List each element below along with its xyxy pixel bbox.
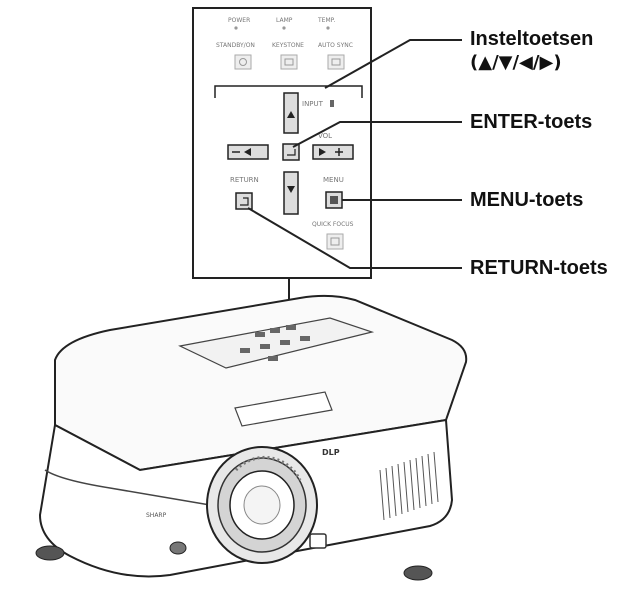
projector: DLP SHARP	[35, 294, 468, 581]
leader-lines	[247, 39, 462, 269]
enter-icon	[287, 149, 296, 156]
up-arrow-icon	[287, 111, 295, 118]
adjust-keys-callout-arrows: (▲/▼/◀/▶)	[470, 52, 562, 73]
quick-focus-label: QUICK FOCUS	[312, 221, 354, 228]
vol-label: VOL	[318, 132, 332, 140]
power-symbol-icon	[239, 58, 247, 66]
autosync-icon	[331, 58, 341, 66]
quick-focus-icon	[330, 237, 340, 246]
down-arrow-icon	[287, 186, 295, 193]
left-arrow-icon	[244, 148, 251, 156]
projector-control-area	[178, 317, 375, 369]
temp-indicator-led	[326, 26, 330, 30]
power-indicator-led	[234, 26, 238, 30]
foot-right	[403, 565, 433, 581]
menu-label: MENU	[323, 176, 344, 184]
power-indicator-label: POWER	[228, 17, 250, 24]
menu-icon	[330, 196, 338, 204]
projector-top-buttons	[240, 325, 310, 361]
indicator-row: POWER LAMP TEMP.	[228, 17, 335, 30]
quick-focus-button[interactable]	[326, 233, 344, 250]
top-button-row: STANDBY/ON KEYSTONE AUTO SYNC	[216, 42, 353, 70]
leader-adjust-keys	[324, 39, 462, 89]
return-key[interactable]	[235, 192, 253, 210]
front-groove	[44, 469, 211, 506]
projector-lens	[206, 446, 318, 564]
keystone-icon	[284, 58, 294, 66]
keystone-label: KEYSTONE	[272, 42, 304, 49]
lens-grip-ridges	[234, 455, 302, 481]
standby-label: STANDBY/ON	[216, 42, 255, 49]
top-vent	[234, 391, 333, 427]
lens-badge-text: DLP	[322, 448, 340, 457]
return-icon	[240, 197, 249, 206]
leader-enter-key	[292, 121, 462, 148]
ir-receiver-window	[309, 533, 327, 549]
return-key-callout: RETURN-toets	[470, 257, 608, 279]
lens-inner	[243, 485, 281, 525]
right-key[interactable]	[312, 144, 354, 160]
panel-frame	[192, 7, 372, 279]
adjust-keys-callout-label: Insteltoetsen	[470, 28, 594, 50]
foot-left	[35, 545, 65, 561]
foot-adjuster	[169, 541, 187, 555]
input-label: INPUT	[302, 100, 324, 108]
autosync-button[interactable]	[327, 54, 345, 70]
enter-key[interactable]	[282, 143, 300, 161]
temp-indicator-label: TEMP.	[317, 17, 335, 24]
input-icon	[330, 100, 334, 107]
menu-key-callout: MENU-toets	[470, 189, 584, 211]
side-vent	[379, 451, 439, 521]
enter-key-callout: ENTER-toets	[470, 111, 593, 133]
standby-button[interactable]	[234, 54, 252, 70]
lamp-indicator-led	[282, 26, 286, 30]
keystone-button[interactable]	[280, 54, 298, 70]
adjust-keys-callout: Insteltoetsen (▲/▼/◀/▶)	[470, 27, 593, 75]
lamp-indicator-label: LAMP	[276, 17, 293, 24]
return-label: RETURN	[230, 176, 259, 184]
control-panel-closeup: POWER LAMP TEMP. STANDBY/ON KEYSTONE AUT…	[192, 7, 372, 279]
front-brand-text: SHARP	[146, 512, 167, 519]
leader-return-key	[247, 207, 462, 269]
autosync-label: AUTO SYNC	[318, 42, 353, 49]
adjust-keys-bracket	[214, 85, 363, 98]
projector-top-surface	[54, 294, 468, 472]
right-arrow-icon	[319, 148, 326, 156]
